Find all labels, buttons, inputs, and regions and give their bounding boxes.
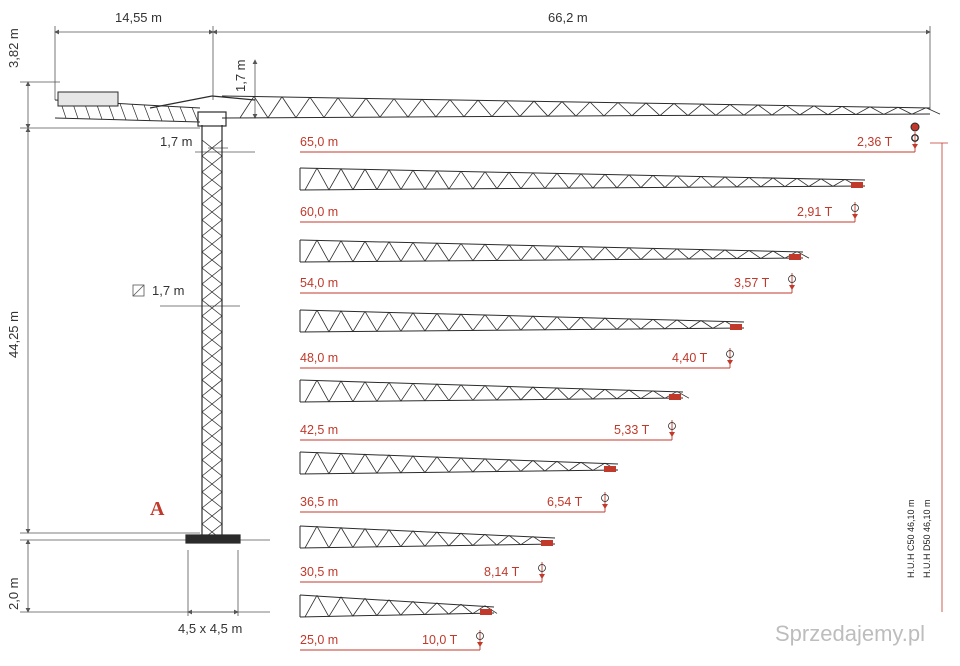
configuration-row: 48,0 m 4,40 T [300,348,734,369]
top-dimension-lines [54,26,931,110]
counter-jib [54,91,201,123]
configuration-row: 36,5 m 6,54 T [300,492,609,513]
left-dimension-lines [20,81,270,613]
huh-line-1: H.U.H C50 46,10 m [906,499,916,578]
base-height-label: 2,0 m [6,577,21,610]
configuration-row: 25,0 m 10,0 T [300,630,484,651]
radius-label: 36,5 m [300,495,338,509]
load-label: 2,91 T [797,205,833,219]
counter-jib-length-label: 14,55 m [115,10,162,25]
configuration-row: 60,0 m 2,91 T [300,202,859,223]
jib-variant [299,451,619,475]
head-dimension-lines [160,59,258,616]
crane-tower [149,95,256,544]
load-label: 10,0 T [422,633,458,647]
jib-variant [299,594,498,618]
watermark: Sprzedajemy.pl [775,621,925,646]
load-label: 3,57 T [734,276,770,290]
radius-label: 30,5 m [300,565,338,579]
radius-label: 54,0 m [300,276,338,290]
jib-variant [299,167,866,191]
configuration-row: 30,5 m 8,14 T [300,562,546,583]
configuration-row: 42,5 m 5,33 T [300,420,676,441]
jib-variant [299,525,556,549]
configuration-row: 65,0 m 2,36 T [300,132,919,153]
right-dimension-line [930,142,948,612]
mast-section-icon [132,284,145,297]
jib-configurations: 65,0 m 2,36 T 60,0 m 2,91 T 54,0 m 3,57 T 48,0… [299,132,919,651]
jib-variant [299,309,745,333]
marker-a: A [150,498,165,520]
radius-label: 48,0 m [300,351,338,365]
radius-label: 42,5 m [300,423,338,437]
tower-height-label: 44,25 m [6,311,21,358]
radius-label: 25,0 m [300,633,338,647]
radius-label: 65,0 m [300,135,338,149]
load-label: 4,40 T [672,351,708,365]
mast-section-label: 1,7 m [152,283,185,298]
load-label: 2,36 T [857,135,893,149]
load-label: 6,54 T [547,495,583,509]
top-height-label: 3,82 m [6,28,21,68]
tower-head-width-label: 1,7 m [160,134,193,149]
radius-label: 60,0 m [300,205,338,219]
jib-length-label: 66,2 m [548,10,588,25]
jib-variant [299,379,690,403]
apex-height-label: 1,7 m [233,59,248,92]
huh-line-2: H.U.H D50 46,10 m [922,499,932,578]
load-label: 5,33 T [614,423,650,437]
jib-variant [299,239,810,263]
main-jib [221,95,941,142]
configuration-row: 54,0 m 3,57 T [300,273,796,294]
base-size-label: 4,5 x 4,5 m [178,621,242,636]
load-label: 8,14 T [484,565,520,579]
